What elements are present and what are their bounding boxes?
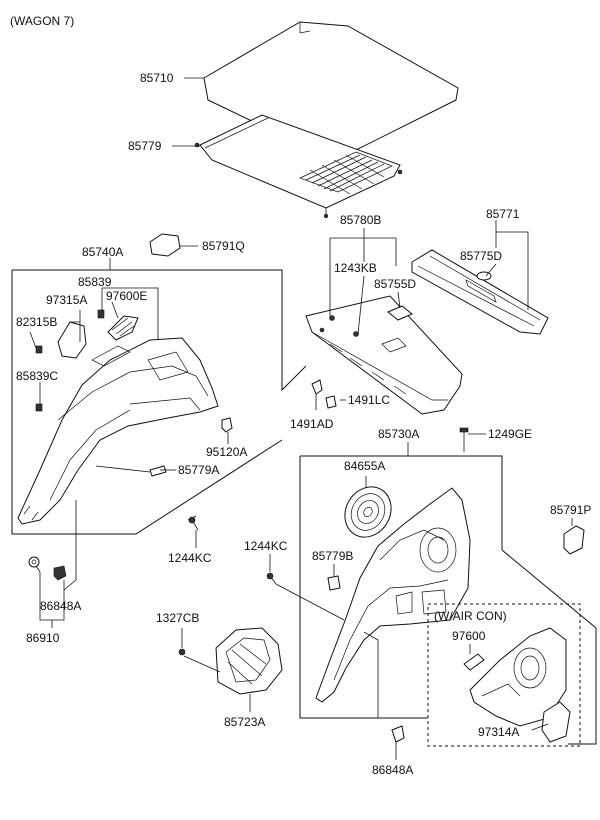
part-85755D <box>387 305 413 321</box>
label-1244KC-b: 1244KC <box>244 539 288 553</box>
label-97314A: 97314A <box>478 725 519 739</box>
label-85791P: 85791P <box>550 503 591 517</box>
right-group-frame <box>299 455 597 745</box>
label-86848A-a: 86848A <box>40 599 81 613</box>
label-86848A-b: 86848A <box>372 763 413 777</box>
part-97600 <box>463 653 485 671</box>
label-1491LC: 1491LC <box>348 393 390 407</box>
left-trim-85740A <box>17 337 219 525</box>
clip-1491AD <box>311 379 323 395</box>
clip-85839C-a <box>35 345 43 354</box>
label-85779B: 85779B <box>312 549 353 563</box>
tailgate-trim-85780B <box>305 295 463 415</box>
clip-1491LC <box>325 395 337 409</box>
label-1491AD: 1491AD <box>290 417 334 431</box>
left-group-frame <box>11 269 307 535</box>
label-1243KB: 1243KB <box>334 261 377 275</box>
label-85740A: 85740A <box>82 245 123 259</box>
leader-lines <box>29 77 573 760</box>
label-85775D: 85775D <box>460 249 502 263</box>
clip-85779A <box>149 465 167 477</box>
part-85791P <box>563 525 585 555</box>
label-85791Q: 85791Q <box>202 239 245 253</box>
part-82315B <box>57 321 87 359</box>
clip-85839C-b <box>35 403 43 412</box>
label-86910: 86910 <box>26 631 60 645</box>
label-1249GE: 1249GE <box>488 427 532 441</box>
clip-1327CB <box>178 648 186 656</box>
label-85779A: 85779A <box>178 463 219 477</box>
label-85780B: 85780B <box>340 213 381 227</box>
label-85710: 85710 <box>140 71 174 85</box>
aircon-panel <box>469 627 567 727</box>
part-97600E <box>107 315 139 341</box>
clip-85779B <box>327 575 341 591</box>
label-85839C: 85839C <box>16 369 58 383</box>
label-85723A: 85723A <box>224 715 265 729</box>
label-85755D: 85755D <box>374 277 416 291</box>
label-97315A: 97315A <box>46 293 87 307</box>
label-82315B: 82315B <box>16 315 57 329</box>
clip-86848A-b <box>391 725 405 743</box>
aircon-inset-frame <box>427 603 581 747</box>
header-label: (WAGON 7) <box>10 14 74 28</box>
vent-97314A <box>541 701 571 743</box>
label-97600E: 97600E <box>106 289 147 303</box>
label-97600: 97600 <box>452 629 486 643</box>
label-1327CB: 1327CB <box>156 611 199 625</box>
part-labels: 85710 85779 85780B 85771 85740A 85791Q 8… <box>16 71 591 777</box>
right-trim-85730A <box>315 487 471 703</box>
label-aircon-inset: (W/AIR CON) <box>434 609 507 623</box>
speaker-grille-84655A <box>344 486 392 538</box>
clip-97315A <box>97 309 105 319</box>
clip-86848A-a <box>53 565 67 581</box>
side-pocket-85723A <box>215 627 283 695</box>
clip-95120A <box>221 417 233 433</box>
part-85791Q <box>149 233 181 257</box>
label-85839: 85839 <box>78 275 112 289</box>
clip-86910 <box>28 556 40 568</box>
label-84655A: 84655A <box>344 459 385 473</box>
label-85730A: 85730A <box>378 427 419 441</box>
label-85771: 85771 <box>486 207 520 221</box>
label-85779: 85779 <box>128 139 162 153</box>
label-1244KC-a: 1244KC <box>168 551 212 565</box>
label-95120A: 95120A <box>206 445 247 459</box>
luggage-screen-85779 <box>194 114 403 219</box>
